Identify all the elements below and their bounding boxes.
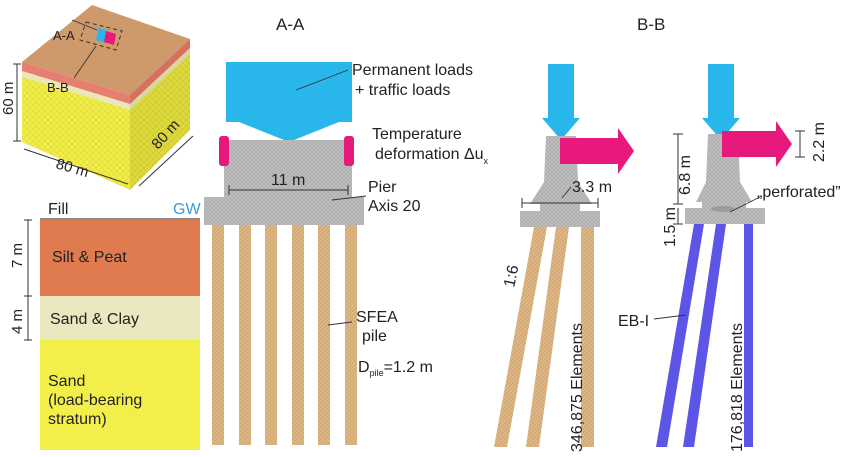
section-bb-sfea-pile-raked-1 — [494, 227, 547, 447]
soil-layer-sand-clay-thickness: 4 m — [9, 309, 26, 334]
site-model: A-A B-B 60 m 80 m 80 m — [0, 5, 194, 190]
section-aa-diameter-prefix: D — [358, 359, 370, 376]
section-aa-pile-cap — [204, 197, 364, 225]
section-aa-pier-leader — [331, 195, 367, 201]
section-bb-sfea-elements: 346,875 Elements — [569, 323, 586, 452]
section-bb-sfea-width-label: 3.3 m — [572, 179, 612, 196]
section-bb-sfea-pile-cap — [520, 211, 600, 227]
section-bb-sfea-load-arrow — [542, 64, 580, 140]
section-aa-temp-left — [219, 136, 229, 166]
site-block-side — [130, 39, 190, 190]
section-aa-pile-5 — [318, 225, 330, 445]
section-bb-ebi-pile-vertical — [744, 224, 753, 447]
section-bb-sfea-pile-raked-2 — [526, 227, 569, 447]
section-bb-title: B-B — [637, 15, 665, 34]
section-bb-ebi-cap-label: 1.5 m — [662, 207, 679, 247]
section-aa-pile-line2: pile — [362, 328, 387, 345]
section-aa-diameter-label: Dpile=1.2 m — [358, 359, 433, 378]
section-aa-title: A-A — [276, 15, 305, 34]
section-aa-piles — [212, 225, 357, 445]
site-marker-aa-line — [71, 19, 98, 31]
section-aa-load-leader — [295, 69, 349, 91]
section-bb: B-B 3.3 m Temperature deformation Δux 1:… — [372, 15, 841, 452]
site-marker-bb-line — [73, 45, 97, 79]
section-aa-temp-right — [344, 136, 354, 166]
section-aa-pier-line2: Axis 20 — [368, 198, 421, 215]
section-aa-load-line1: Permanent loads — [352, 62, 473, 79]
section-bb-temp-line1: Temperature — [372, 126, 462, 143]
section-bb-ebi-pile-raked-1 — [656, 224, 704, 447]
section-aa-pier — [224, 140, 352, 198]
soil-fill-line — [40, 218, 200, 220]
site-block-top — [22, 5, 190, 95]
soil-layer-sand-clay — [40, 296, 200, 340]
section-bb-ebi-leader — [653, 314, 687, 320]
site-width-dim — [23, 148, 129, 185]
section-aa-diameter-sub: pile — [370, 368, 384, 378]
section-aa-pile-1 — [212, 225, 224, 445]
site-block-layer2-front — [22, 71, 130, 110]
soil-layer-silt-peat-thickness: 7 m — [9, 243, 26, 268]
site-marker-aa: A-A — [53, 28, 75, 43]
site-detail-frame — [79, 21, 123, 51]
section-bb-ebi-height-label: 6.8 m — [677, 155, 694, 195]
section-aa-pile-2 — [239, 225, 251, 445]
soil-layer-silt-peat-label: Silt & Peat — [52, 249, 127, 266]
site-marker-bb: B-B — [47, 80, 69, 95]
section-bb-sfea-temp-arrow — [560, 128, 634, 174]
site-block-layer-side — [130, 39, 190, 104]
section-aa-pier-line1: Pier — [368, 179, 397, 196]
section-bb-ebi-perforated-zone — [711, 206, 735, 212]
section-bb-sfea-pile-vertical — [581, 227, 594, 447]
section-aa-pile-4 — [292, 225, 304, 445]
site-block-layer2-side — [130, 48, 190, 110]
section-bb-perforated-leader — [729, 196, 761, 213]
soil-layer-sand-label-line1: Sand — [48, 373, 85, 390]
site-pier-pink — [104, 31, 116, 45]
section-bb-ebi-pile-cap — [685, 208, 765, 224]
section-aa-load-arrow — [226, 62, 352, 142]
section-aa-load-line2: + traffic loads — [355, 82, 450, 99]
section-aa-diameter-value: =1.2 m — [384, 359, 433, 376]
soil-layer-sand-label-line2: (load-bearing — [48, 392, 142, 409]
section-aa-width-label: 11 m — [271, 172, 305, 189]
section-bb-temp-text: deformation Δu — [375, 146, 484, 163]
section-bb-perforated-label: „perforated” — [757, 184, 841, 201]
section-aa-pile-6 — [345, 225, 357, 445]
soil-fill-label: Fill — [48, 201, 68, 218]
section-bb-temp-line2: deformation Δux — [375, 146, 489, 166]
section-aa-pile-line1: SFEA — [356, 309, 398, 326]
section-bb-ebi-temp-arrow — [722, 121, 792, 167]
soil-layer-sand-clay-label: Sand & Clay — [50, 311, 139, 328]
soil-layer-sand — [40, 340, 200, 450]
site-depth-label: 60 m — [0, 82, 17, 115]
soil-profile: Fill GW Silt & Peat Sand & Clay Sand (lo… — [9, 201, 201, 450]
section-aa-pile-leader — [327, 321, 353, 326]
site-block — [22, 5, 190, 190]
site-block-layer-front — [22, 62, 130, 104]
soil-gw-label: GW — [173, 201, 201, 218]
section-bb-slope-label: 1:6 — [501, 263, 522, 288]
section-bb-ebi-pile-raked-2 — [683, 224, 726, 447]
section-bb-ebi-label: EB-I — [618, 313, 649, 330]
site-length-dim — [138, 135, 194, 187]
soil-layer-silt-peat — [40, 220, 200, 296]
section-aa: A-A 11 m Permanent loads + traffic loads… — [204, 15, 473, 445]
section-bb-ebi-load-arrow — [702, 64, 740, 140]
section-bb-ebi-elements: 176,818 Elements — [729, 323, 746, 452]
soil-layer-sand-label-line3: stratum) — [48, 411, 107, 428]
section-aa-pile-3 — [265, 225, 277, 445]
section-bb-temp-sub: x — [484, 156, 489, 166]
section-bb-load-offset-label: 2.2 m — [811, 122, 828, 162]
